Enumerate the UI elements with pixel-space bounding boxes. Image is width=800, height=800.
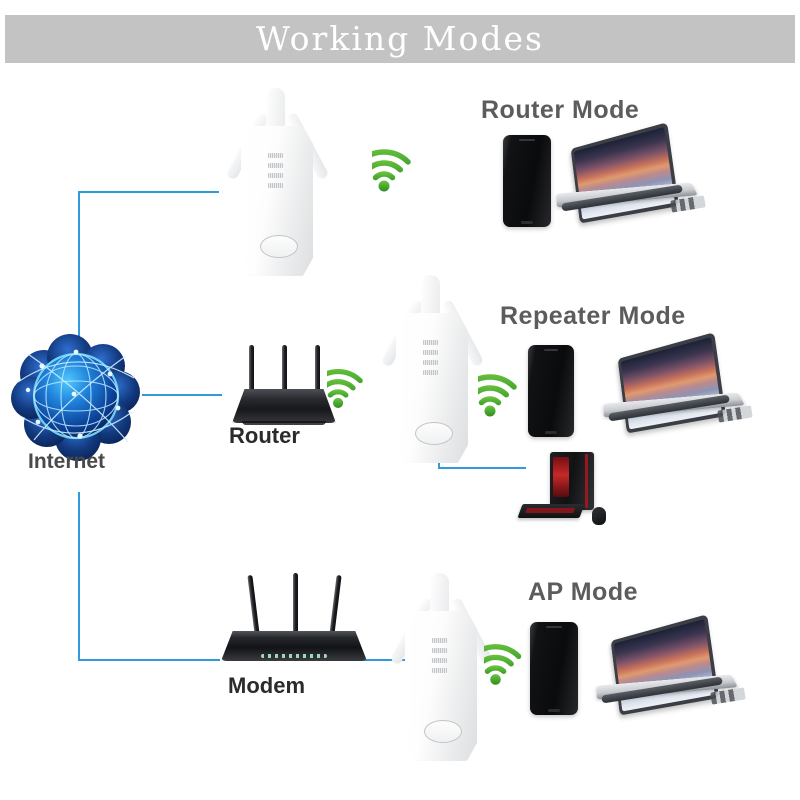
modem-label: Modem bbox=[228, 673, 305, 698]
connector-repeater-to-desktop-horizontal bbox=[438, 467, 526, 469]
wifi-svg bbox=[478, 374, 517, 417]
wifi-signal-icon-router-mode bbox=[372, 146, 424, 198]
laptop-lid bbox=[610, 614, 719, 716]
led-indicators bbox=[432, 638, 447, 673]
smartphone-ap-mode bbox=[530, 622, 578, 715]
header-banner: Working Modes bbox=[5, 15, 795, 63]
led-indicators bbox=[423, 340, 438, 375]
connector-internet-to-router-mode-horizontal bbox=[78, 191, 219, 193]
pc-keyboard bbox=[517, 504, 585, 518]
pc-side-window bbox=[553, 457, 569, 497]
wifi-svg bbox=[484, 644, 522, 685]
wifi-svg bbox=[327, 369, 363, 408]
wifi-signal-icon-repeater-mode bbox=[478, 371, 530, 423]
mode-label-router-mode: Router Mode bbox=[481, 96, 640, 124]
pc-accent-stripe bbox=[585, 454, 588, 508]
router-foot bbox=[242, 421, 326, 425]
modem-led-row bbox=[261, 654, 327, 658]
mode-label-ap-mode: AP Mode bbox=[528, 578, 638, 606]
wifi-extender-router-mode bbox=[219, 80, 337, 276]
modem-antenna bbox=[247, 574, 260, 636]
laptop-lid bbox=[617, 332, 726, 434]
connector-internet-to-router-mode-vertical bbox=[78, 191, 80, 348]
wps-button[interactable] bbox=[260, 235, 298, 258]
led-indicator bbox=[432, 638, 447, 643]
wifi-signal-icon-router-to-repeater bbox=[327, 366, 375, 414]
led-indicator bbox=[268, 183, 283, 188]
led-indicator bbox=[432, 658, 447, 663]
modem-antenna bbox=[293, 573, 298, 633]
led-indicator bbox=[423, 340, 438, 345]
globe-svg bbox=[11, 334, 140, 461]
connector-internet-to-modem-vertical bbox=[78, 492, 80, 661]
laptop-ap-mode bbox=[593, 612, 746, 716]
pc-tower bbox=[550, 452, 594, 510]
pc-mouse bbox=[592, 507, 606, 525]
led-indicator bbox=[268, 163, 283, 168]
led-indicator bbox=[268, 173, 283, 178]
laptop-router-mode bbox=[553, 120, 706, 224]
led-indicators bbox=[268, 153, 283, 188]
modem-antenna bbox=[329, 574, 342, 636]
router-antenna bbox=[315, 345, 320, 393]
modem-icon bbox=[221, 573, 371, 665]
page-title: Working Modes bbox=[256, 19, 544, 58]
smartphone-router-mode bbox=[503, 135, 551, 227]
router-antenna bbox=[249, 345, 254, 393]
wifi-svg bbox=[372, 149, 411, 192]
smartphone-repeater-mode bbox=[528, 345, 574, 437]
connector-internet-to-modem-horizontal bbox=[78, 659, 220, 661]
router-icon bbox=[232, 345, 342, 431]
led-indicator bbox=[268, 153, 283, 158]
router-antenna bbox=[282, 345, 287, 393]
wps-button[interactable] bbox=[424, 720, 462, 743]
led-indicator bbox=[432, 668, 447, 673]
led-indicator bbox=[423, 360, 438, 365]
internet-globe-icon bbox=[8, 330, 148, 465]
laptop-lid bbox=[570, 122, 679, 224]
wps-button[interactable] bbox=[415, 422, 453, 445]
desktop-pc-repeater-mode bbox=[517, 452, 615, 532]
internet-label: Internet bbox=[28, 450, 106, 473]
router-body bbox=[232, 389, 336, 423]
laptop-repeater-mode bbox=[600, 330, 753, 434]
led-indicator bbox=[423, 350, 438, 355]
wifi-extender-ap-mode bbox=[383, 565, 501, 761]
router-label: Router bbox=[229, 423, 300, 448]
wifi-extender-repeater-mode bbox=[374, 267, 492, 463]
led-indicator bbox=[432, 648, 447, 653]
connector-internet-to-router bbox=[142, 394, 222, 396]
mode-label-repeater-mode: Repeater Mode bbox=[500, 302, 686, 330]
extender-body bbox=[396, 313, 468, 463]
wifi-signal-icon-ap-mode bbox=[484, 641, 534, 691]
led-indicator bbox=[423, 370, 438, 375]
